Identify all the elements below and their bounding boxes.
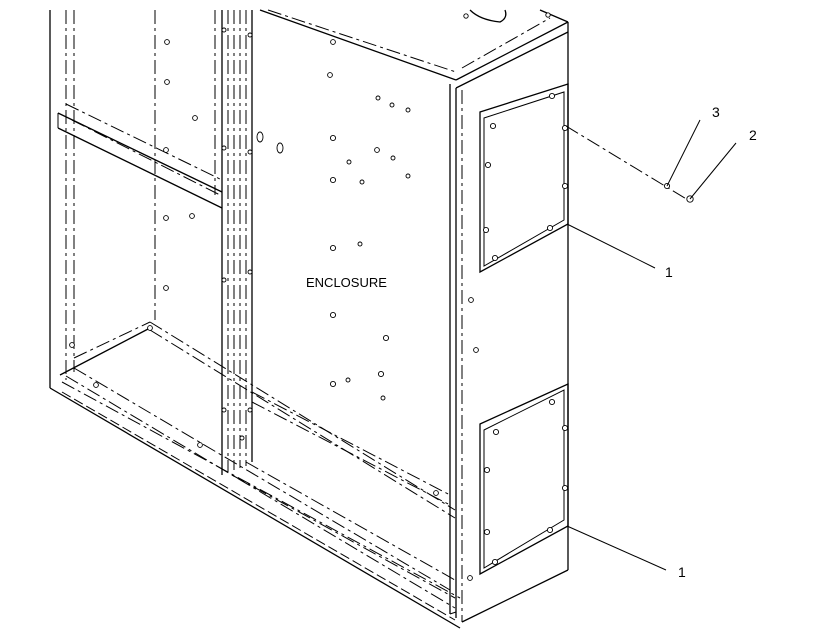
access-cover-top [479, 83, 569, 274]
top-edge [259, 9, 569, 89]
fastener-hardware [565, 125, 694, 203]
callout-washer: 3 [712, 104, 720, 120]
side-panel-holes [467, 297, 479, 581]
leader-lines [566, 119, 737, 571]
callout-cover-bottom: 1 [678, 564, 686, 580]
front-corner [449, 32, 569, 623]
enclosure-label: ENCLOSURE [306, 275, 387, 290]
back-plate-holes [256, 39, 411, 401]
frame-holes [69, 27, 439, 496]
callout-cover-top: 1 [665, 264, 673, 280]
rear-frame [49, 10, 461, 629]
callout-bolt: 2 [749, 127, 757, 143]
center-post [221, 10, 456, 599]
access-cover-bottom [479, 382, 569, 576]
